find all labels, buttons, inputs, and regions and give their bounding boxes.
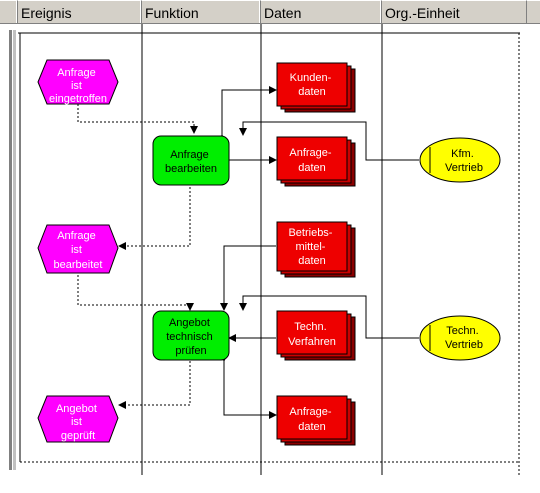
data-betriebsmitteldaten[interactable]: Betriebs- mittel- daten [276, 221, 356, 278]
data-kundendaten[interactable]: Kunden- daten [276, 62, 356, 113]
header-gutter [0, 0, 18, 24]
function-angebot-technisch-pruefen[interactable]: Angebot technisch prüfen [152, 310, 230, 361]
control-flow [77, 104, 198, 134]
data-anfragedaten-2[interactable]: Anfrage- daten [276, 395, 356, 446]
data-anfragedaten[interactable]: Anfrage- daten [276, 136, 356, 187]
header-filler [527, 0, 540, 24]
info-flow-anfragedaten-2 [220, 354, 277, 419]
column-header-org-einheit[interactable]: Org.-Einheit [382, 0, 527, 24]
org-assignment-techn [239, 295, 419, 339]
org-assignment-kfm [239, 121, 419, 161]
column-header-daten[interactable]: Daten [261, 0, 382, 24]
function-label: Anfrage bearbeiten [165, 149, 217, 175]
data-label: Anfrage- daten [289, 406, 334, 433]
data-label: Betriebs- mittel- daten [288, 227, 335, 267]
control-flow [118, 361, 191, 409]
org-kfm-vertrieb[interactable]: Kfm. Vertrieb [419, 137, 501, 183]
org-label: Techn. Vertrieb [445, 325, 483, 351]
data-label: Techn. Verfahren [288, 321, 336, 348]
event-label: Anfrage ist bearbeitet [54, 230, 103, 271]
event-anfrage-bearbeitet[interactable]: Anfrage ist bearbeitet [37, 224, 119, 274]
function-label: Angebot technisch prüfen [166, 317, 216, 357]
gutter-bar [9, 30, 12, 470]
column-header-funktion[interactable]: Funktion [142, 0, 261, 24]
data-label: Kunden- daten [290, 72, 335, 98]
control-flow [77, 275, 194, 311]
event-anfrage-eingetroffen[interactable]: Anfrage ist eingetroffen [37, 59, 119, 105]
event-label: Angebot ist geprüft [56, 403, 100, 442]
function-anfrage-bearbeiten[interactable]: Anfrage bearbeiten [152, 135, 230, 186]
event-label: Anfrage ist eingetroffen [49, 67, 107, 105]
data-label: Anfrage- daten [289, 147, 334, 174]
info-flow-betriebsmittel [220, 245, 276, 311]
event-angebot-geprueft[interactable]: Angebot ist geprüft [37, 395, 119, 443]
control-flow [118, 187, 191, 250]
org-label: Kfm. Vertrieb [445, 148, 483, 174]
gutter-bar [13, 30, 16, 470]
org-techn-vertrieb[interactable]: Techn. Vertrieb [419, 315, 501, 361]
data-techn-verfahren[interactable]: Techn. Verfahren [276, 310, 356, 361]
column-header-ereignis[interactable]: Ereignis [18, 0, 142, 24]
info-flow-kundendaten [218, 86, 277, 142]
